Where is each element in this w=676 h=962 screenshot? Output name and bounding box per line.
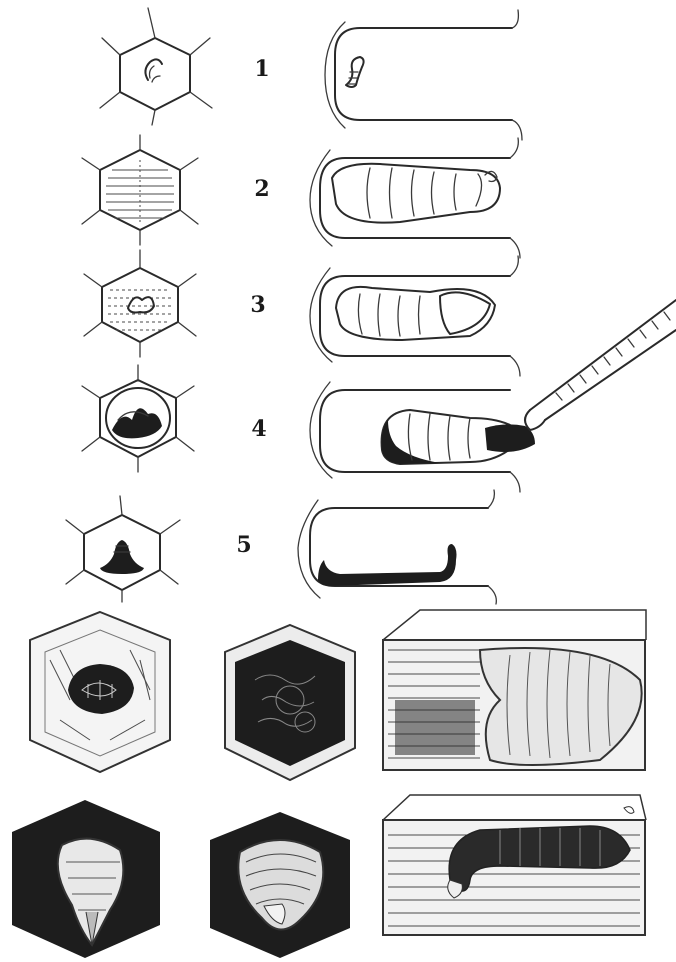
engraving-cell-dried-larva-1 [12, 800, 160, 958]
stage-label-3: 3 [250, 292, 265, 318]
engraving-cell-dark-cap [225, 625, 355, 780]
stage-2-cell-side-view [310, 138, 520, 258]
stage-label-1: 1 [254, 56, 269, 82]
forceps-icon [525, 300, 676, 430]
stage-label-5: 5 [236, 532, 251, 558]
stage-5-cell-side-view [298, 490, 496, 604]
dried-scale-front-icon [100, 540, 144, 574]
stage-4-cell-front-view [82, 365, 194, 472]
sunken-cap-hole-icon [128, 297, 154, 312]
sunken-larva-icon [358, 294, 420, 336]
stage-5-cell-front-view [66, 496, 180, 602]
melting-larva-front-icon [112, 408, 162, 438]
stage-3-cell-side-view [310, 256, 520, 376]
stage-label-4: 4 [251, 416, 266, 442]
stage-label-2: 2 [254, 176, 269, 202]
stage-4-cell-side-view [310, 382, 535, 492]
engraving-cell-side-sunken-larva [383, 610, 646, 770]
engraving-cell-sunken-cap [30, 612, 170, 772]
stage-3-cell-front-view [84, 250, 196, 357]
stretched-larva-icon [367, 168, 482, 218]
capping-hatch-icon [106, 160, 174, 222]
dried-scale-side-icon [318, 544, 457, 586]
stage-2-cell-front-view [82, 135, 198, 245]
stage-1-cell-front-view [100, 8, 212, 125]
stage-1-cell-side-view [325, 10, 522, 140]
engraving-cell-dried-larva-2 [210, 812, 350, 958]
curled-larva-icon [145, 59, 162, 80]
engraving-cell-side-dried-larva [383, 795, 646, 935]
diseased-cap-icon [235, 640, 345, 766]
